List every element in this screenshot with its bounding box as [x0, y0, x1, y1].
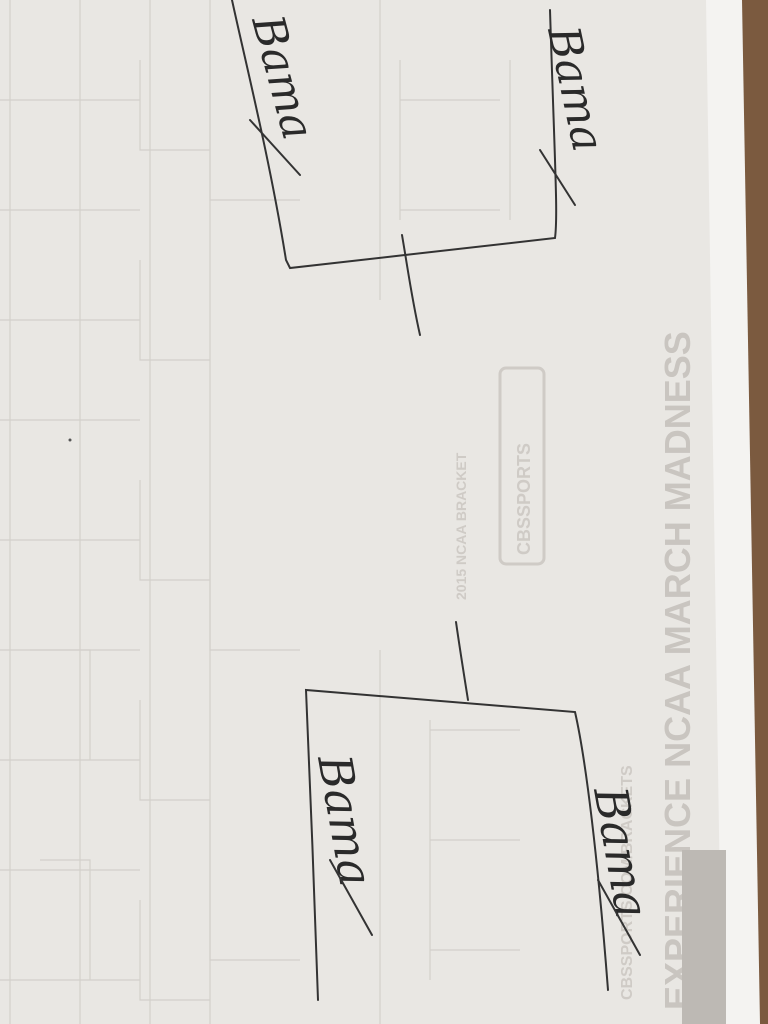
- hand-drawn-bracket: [231, 0, 609, 1001]
- svg-text:2015 NCAA BRACKET: 2015 NCAA BRACKET: [453, 452, 469, 600]
- paper-speck: [68, 438, 72, 442]
- svg-text:CBSSPORTS: CBSSPORTS: [514, 443, 534, 555]
- top-bracket-line: [231, 0, 558, 270]
- top-bracket-stem: [401, 234, 421, 336]
- printed-bracket-grid: [0, 0, 520, 1024]
- bottom-bracket-stem: [455, 621, 469, 701]
- paper-edge: [706, 0, 760, 1024]
- printed-logo-box: CBSSPORTS: [498, 366, 546, 566]
- bottom-bracket-line: [304, 688, 609, 1001]
- table-edge: [740, 0, 768, 1024]
- name-underlines: [249, 119, 641, 956]
- printed-year-label: 2015 NCAA BRACKET: [453, 452, 469, 600]
- printed-dark-block: [682, 850, 726, 1024]
